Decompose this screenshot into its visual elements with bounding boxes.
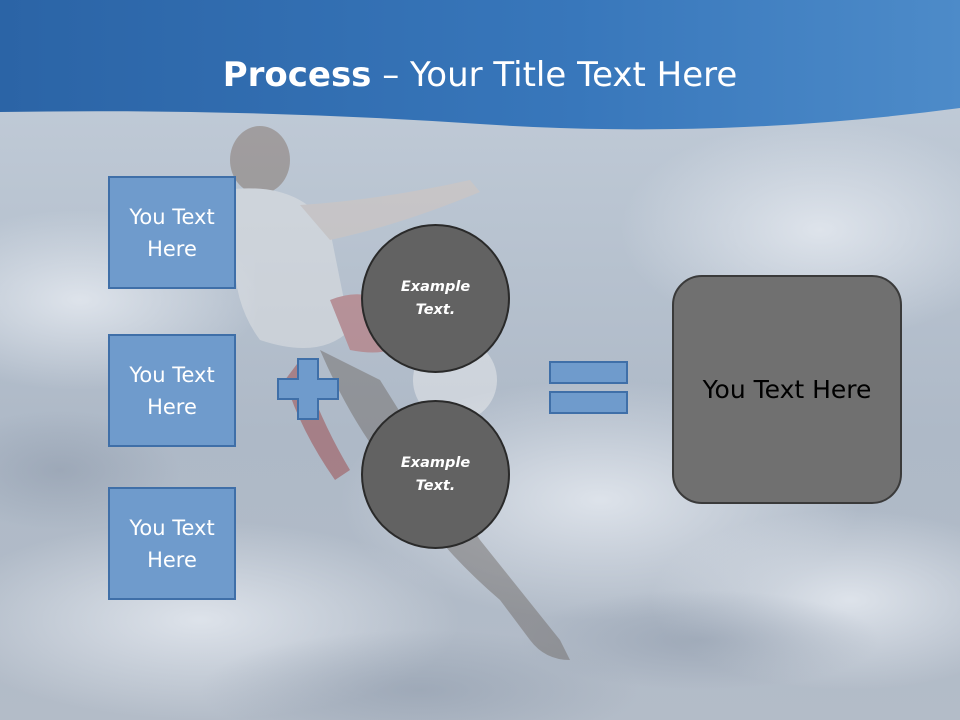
operand-label: Example Text.	[400, 278, 471, 318]
header-band	[0, 0, 960, 130]
result-box[interactable]: You Text Here	[672, 275, 902, 504]
operand-circle-2[interactable]: Example Text.	[361, 400, 510, 549]
input-box-label: You Text Here	[129, 362, 215, 419]
title-rest: – Your Title Text Here	[371, 55, 738, 95]
result-label: You Text Here	[702, 375, 872, 404]
operand-circle-1[interactable]: Example Text.	[361, 224, 510, 373]
title-bold: Process	[222, 55, 372, 95]
slide-title: Process – Your Title Text Here	[0, 52, 960, 98]
plus-icon	[277, 358, 339, 420]
input-box-label: You Text Here	[129, 204, 215, 261]
input-box-2[interactable]: You Text Here	[108, 334, 236, 447]
equals-icon	[549, 361, 628, 414]
input-box-3[interactable]: You Text Here	[108, 487, 236, 600]
input-box-1[interactable]: You Text Here	[108, 176, 236, 289]
operand-label: Example Text.	[400, 454, 471, 494]
input-box-label: You Text Here	[129, 515, 215, 572]
